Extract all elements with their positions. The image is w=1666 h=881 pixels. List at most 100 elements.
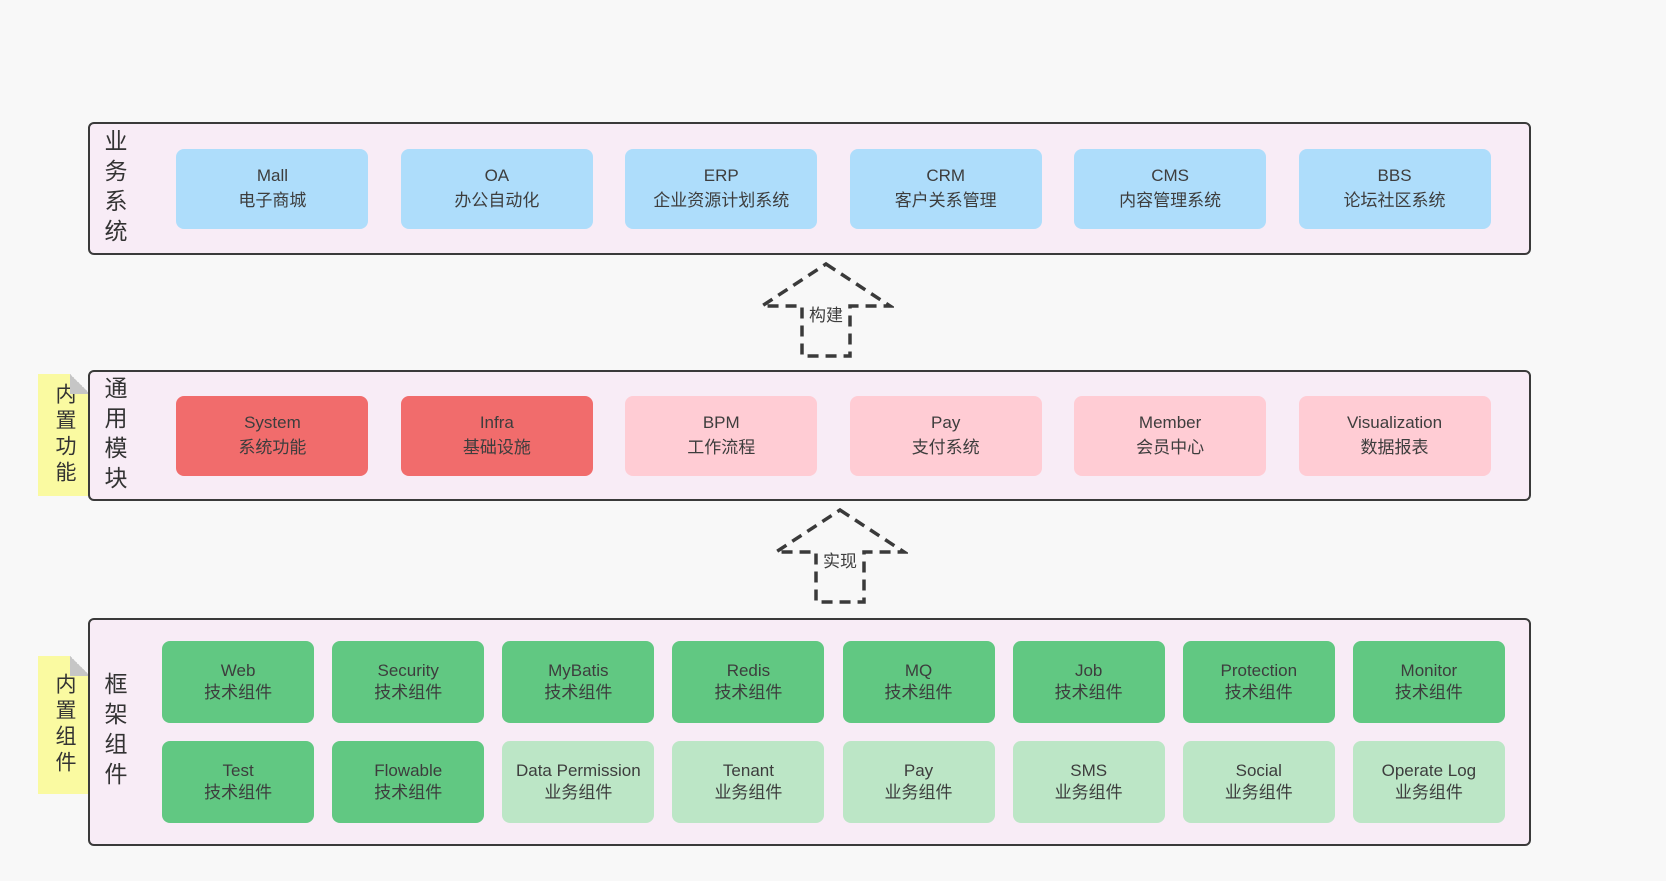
box-pay: Pay 支付系统 <box>849 395 1042 476</box>
build-arrow: 构建 <box>758 260 894 360</box>
box-erp: ERP 企业资源计划系统 <box>625 148 818 229</box>
box-name: Pay <box>903 761 934 781</box>
box-name: Pay <box>931 412 961 432</box>
box-name: Tenant <box>722 761 774 781</box>
note-text: 内置功能 <box>53 383 76 487</box>
box-tenant: Tenant 业务组件 <box>672 741 825 824</box>
box-visualization: Visualization 数据报表 <box>1298 395 1491 476</box>
box-desc: 技术组件 <box>1394 682 1463 702</box>
box-name: CRM <box>926 165 966 185</box>
sticky-note-built-in-features: 内置功能 <box>38 374 90 496</box>
business-box-area: Mall 电子商城 OA 办公自动化 ERP 企业资源计划系统 CRM 客户关系… <box>138 124 1529 253</box>
box-desc: 技术组件 <box>1054 682 1123 702</box>
box-desc: 客户关系管理 <box>894 190 997 210</box>
box-name: Redis <box>726 660 771 680</box>
modules-box-area: System 系统功能 Infra 基础设施 BPM 工作流程 Pay 支付系统… <box>138 372 1529 499</box>
components-row-1: Web 技术组件 Security 技术组件 MyBatis 技术组件 Redi… <box>138 640 1529 723</box>
box-desc: 支付系统 <box>911 437 980 457</box>
box-name: Security <box>377 660 439 680</box>
box-desc: 技术组件 <box>374 682 443 702</box>
box-protection: Protection 技术组件 <box>1182 640 1335 723</box>
box-desc: 系统功能 <box>238 437 307 457</box>
box-web: Web 技术组件 <box>162 640 315 723</box>
layer-label-business: 业务系统 <box>90 124 138 253</box>
layer-label-text: 通用模块 <box>101 375 127 496</box>
box-system: System 系统功能 <box>176 395 369 476</box>
box-bbs: BBS 论坛社区系统 <box>1298 148 1491 229</box>
box-job: Job 技术组件 <box>1012 640 1165 723</box>
box-oa: OA 办公自动化 <box>400 148 593 229</box>
box-data-permission: Data Permission 业务组件 <box>502 741 655 824</box>
box-desc: 办公自动化 <box>454 190 540 210</box>
box-desc: 业务组件 <box>1394 783 1463 803</box>
box-name: BPM <box>702 412 740 432</box>
box-desc: 技术组件 <box>544 682 613 702</box>
box-name: MQ <box>904 660 933 680</box>
box-desc: 业务组件 <box>544 783 613 803</box>
common-modules-layer: 通用模块 System 系统功能 Infra 基础设施 BPM 工作流程 Pay… <box>88 370 1531 501</box>
box-desc: 论坛社区系统 <box>1343 190 1446 210</box>
box-name: Social <box>1235 761 1282 781</box>
box-desc: 数据报表 <box>1360 437 1429 457</box>
box-name: System <box>244 412 301 432</box>
box-desc: 企业资源计划系统 <box>653 190 790 210</box>
box-name: Mall <box>256 165 288 185</box>
box-test: Test 技术组件 <box>162 741 315 824</box>
box-bpm: BPM 工作流程 <box>625 395 818 476</box>
layer-label-text: 业务系统 <box>101 128 127 249</box>
implement-arrow-label: 实现 <box>820 546 860 573</box>
box-desc: 工作流程 <box>687 437 756 457</box>
box-desc: 技术组件 <box>204 783 273 803</box>
box-name: Operate Log <box>1381 761 1477 781</box>
layer-label-text: 框架组件 <box>101 672 127 792</box>
box-desc: 技术组件 <box>884 682 953 702</box>
box-desc: 技术组件 <box>204 682 273 702</box>
box-security: Security 技术组件 <box>332 640 485 723</box>
box-operate-log: Operate Log 业务组件 <box>1352 741 1505 824</box>
box-name: Monitor <box>1400 660 1458 680</box>
box-name: BBS <box>1377 165 1412 185</box>
box-name: CMS <box>1151 165 1189 185</box>
box-desc: 电子商城 <box>238 190 307 210</box>
box-desc: 技术组件 <box>1224 682 1293 702</box>
box-sms: SMS 业务组件 <box>1012 741 1165 824</box>
box-name: Visualization <box>1346 412 1443 432</box>
box-member: Member 会员中心 <box>1074 395 1267 476</box>
box-cms: CMS 内容管理系统 <box>1074 148 1267 229</box>
note-text: 内置组件 <box>53 673 76 777</box>
box-crm: CRM 客户关系管理 <box>849 148 1042 229</box>
box-desc: 基础设施 <box>462 437 531 457</box>
box-desc: 业务组件 <box>884 783 953 803</box>
box-name: MyBatis <box>548 660 609 680</box>
sticky-note-built-in-components: 内置组件 <box>38 656 90 794</box>
box-name: ERP <box>703 165 739 185</box>
box-desc: 业务组件 <box>714 783 783 803</box>
box-redis: Redis 技术组件 <box>672 640 825 723</box>
box-name: Test <box>222 761 254 781</box>
box-pay-biz: Pay 业务组件 <box>842 741 995 824</box>
box-name: OA <box>484 165 510 185</box>
components-row-2: Test 技术组件 Flowable 技术组件 Data Permission … <box>138 741 1529 824</box>
box-name: Infra <box>479 412 514 432</box>
box-name: Job <box>1074 660 1103 680</box>
box-social: Social 业务组件 <box>1182 741 1335 824</box>
box-desc: 业务组件 <box>1054 783 1123 803</box>
dashed-up-arrow-icon <box>772 507 908 604</box>
build-arrow-label: 构建 <box>806 300 846 327</box>
box-desc: 技术组件 <box>714 682 783 702</box>
box-name: SMS <box>1070 761 1108 781</box>
box-name: Data Permission <box>515 761 641 781</box>
box-name: Protection <box>1220 660 1298 680</box>
box-flowable: Flowable 技术组件 <box>332 741 485 824</box>
box-desc: 业务组件 <box>1224 783 1293 803</box>
framework-components-layer: 框架组件 Web 技术组件 Security 技术组件 MyBatis 技术组件… <box>88 618 1531 846</box>
note-fold-corner-icon <box>70 656 90 676</box>
box-desc: 会员中心 <box>1136 437 1205 457</box>
box-desc: 内容管理系统 <box>1119 190 1222 210</box>
box-name: Web <box>220 660 256 680</box>
layer-label-components: 框架组件 <box>90 620 138 844</box>
box-mybatis: MyBatis 技术组件 <box>502 640 655 723</box>
box-mq: MQ 技术组件 <box>842 640 995 723</box>
box-name: Flowable <box>374 761 443 781</box>
layer-label-modules: 通用模块 <box>90 372 138 499</box>
